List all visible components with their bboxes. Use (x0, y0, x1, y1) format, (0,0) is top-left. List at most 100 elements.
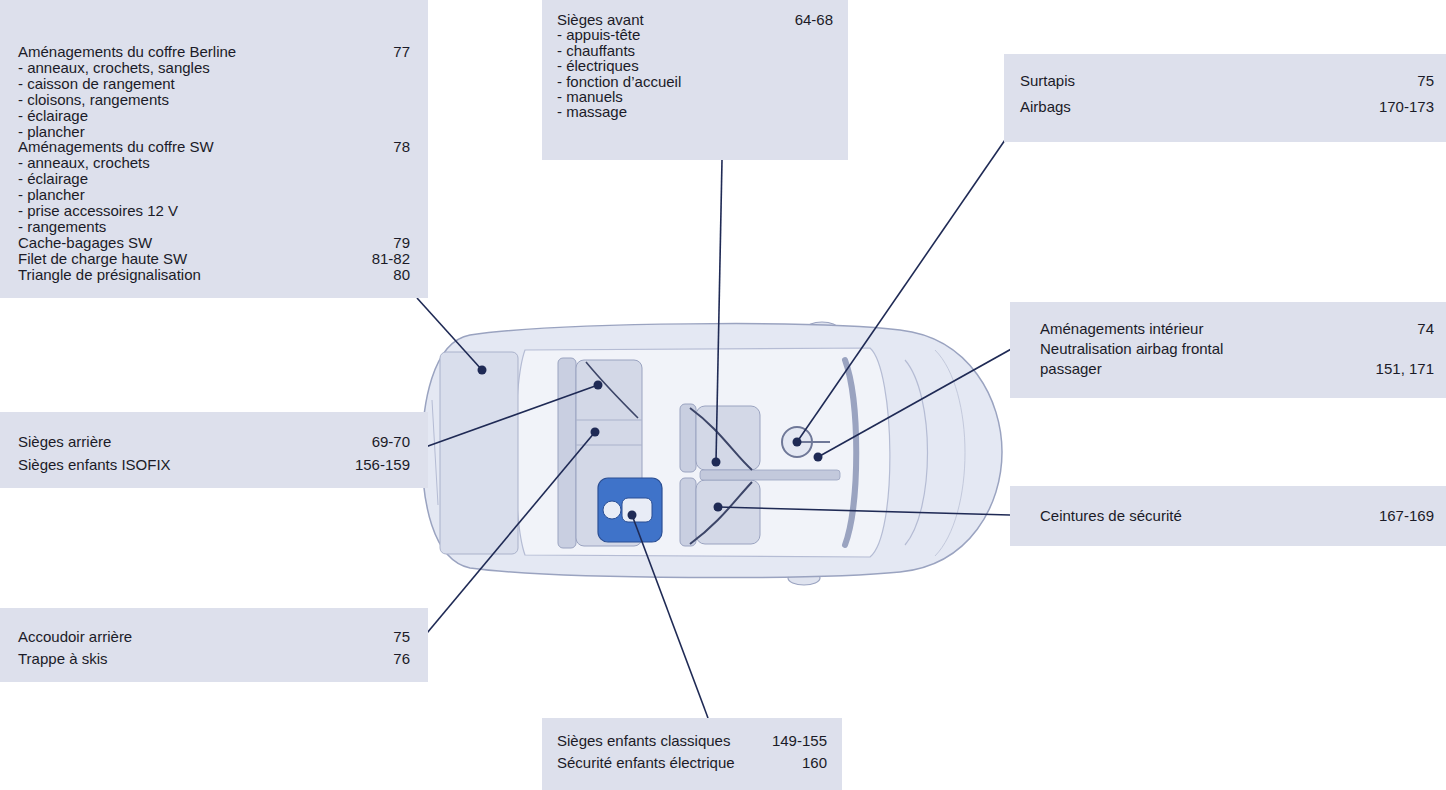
leader-dot (594, 381, 603, 390)
index-entry: Aménagements du coffre SW (18, 139, 214, 155)
index-row: Airbags 170-173 (1020, 94, 1434, 120)
index-panel: Aménagements du coffre Berline 77 - anneau… (0, 0, 428, 298)
index-entry: Sièges arrière (18, 430, 111, 453)
index-panel: Sièges enfants classiques149-155Sécurité… (542, 718, 842, 790)
page-number: 80 (377, 267, 410, 283)
index-entry: - électriques (557, 58, 639, 73)
index-row: - manuels (557, 89, 833, 104)
index-row: - plancher (18, 187, 410, 203)
index-panel: Sièges avant 64-68- appuis-tête- chauffan… (542, 0, 848, 160)
page-number: 64-68 (779, 12, 833, 27)
index-entry: Trappe à skis (18, 648, 107, 670)
index-entry: - manuels (557, 89, 623, 104)
index-entry: Aménagements intérieur (1040, 319, 1203, 339)
page-number: 69-70 (356, 430, 410, 453)
index-entry: - éclairage (18, 171, 88, 187)
page-number: 160 (786, 752, 827, 774)
page-number: 78 (377, 139, 410, 155)
index-row: Sièges enfants ISOFIX 156-159 (18, 453, 410, 476)
index-entry: Sièges avant (557, 12, 644, 27)
index-row: - anneaux, crochets, sangles (18, 60, 410, 76)
index-row: Cache-bagages SW 79 (18, 235, 410, 251)
index-row: - appuis-tête (557, 27, 833, 42)
leader-dot (712, 458, 721, 467)
index-entry: - anneaux, crochets (18, 155, 150, 171)
page-number: 75 (377, 626, 410, 648)
index-row: Filet de charge haute SW 81-82 (18, 251, 410, 267)
index-row: - rangements (18, 219, 410, 235)
index-row: Trappe à skis 76 (18, 648, 410, 670)
index-panel: Ceintures de sécurité167-169 (1010, 486, 1446, 546)
index-row: Surtapis 75 (1020, 68, 1434, 94)
leader-dot (628, 511, 637, 520)
index-entry: Sécurité enfants électrique (557, 752, 735, 774)
leader-line (417, 385, 598, 450)
index-panel: Accoudoir arrière75Trappe à skis 76 (0, 608, 428, 682)
page-number: 77 (377, 44, 410, 60)
page-number: 79 (377, 235, 410, 251)
index-entry: Surtapis (1020, 68, 1075, 94)
page-number: 76 (377, 648, 410, 670)
index-entry: - fonction d’accueil (557, 74, 681, 89)
page-number: 170-173 (1363, 94, 1434, 120)
index-entry: - éclairage (18, 108, 88, 124)
index-row: - électriques (557, 58, 833, 73)
index-row: Accoudoir arrière75 (18, 626, 410, 648)
leader-dot (814, 453, 823, 462)
page-number: 151, 171 (1360, 359, 1434, 379)
page-number: 156-159 (339, 453, 410, 476)
index-entry: Cache-bagages SW (18, 235, 152, 251)
index-row: - éclairage (18, 171, 410, 187)
index-row: Aménagements du coffre Berline 77 (18, 44, 410, 60)
index-entry: - rangements (18, 219, 106, 235)
index-row: - fonction d’accueil (557, 74, 833, 89)
index-row: - prise accessoires 12 V (18, 203, 410, 219)
leader-line (417, 298, 482, 370)
leader-dot (714, 503, 723, 512)
index-entry: Filet de charge haute SW (18, 251, 187, 267)
index-row: Aménagements du coffre SW 78 (18, 139, 410, 155)
index-entry: - plancher (18, 124, 85, 140)
index-entry: - cloisons, rangements (18, 92, 169, 108)
index-entry: - caisson de rangement (18, 76, 175, 92)
index-row: - plancher (18, 124, 410, 140)
index-entry: Ceintures de sécurité (1040, 506, 1182, 526)
index-entry: Neutralisation airbag frontal passager (1040, 339, 1275, 379)
index-row: Aménagements intérieur 74 (1040, 319, 1434, 339)
index-entry: Triangle de présignalisation (18, 267, 201, 283)
index-row: - caisson de rangement (18, 76, 410, 92)
index-row: - massage (557, 104, 833, 119)
index-entry: - anneaux, crochets, sangles (18, 60, 210, 76)
leader-line (417, 432, 595, 645)
leader-line (632, 515, 708, 718)
index-row: Triangle de présignalisation 80 (18, 267, 410, 283)
index-entry: Aménagements du coffre Berline (18, 44, 236, 60)
index-row: Sièges arrière 69-70 (18, 430, 410, 453)
dashboard (782, 360, 856, 545)
index-row: Sécurité enfants électrique 160 (557, 752, 827, 774)
index-row: Sièges avant 64-68 (557, 12, 833, 27)
index-row: - éclairage (18, 108, 410, 124)
page-number: 74 (1401, 319, 1434, 339)
page-number: 75 (1401, 68, 1434, 94)
index-row: - chauffants (557, 43, 833, 58)
front-seats (680, 404, 840, 546)
index-entry: Airbags (1020, 94, 1071, 120)
index-entry: - prise accessoires 12 V (18, 203, 178, 219)
index-entry: Sièges enfants ISOFIX (18, 453, 171, 476)
seat-belts (586, 362, 752, 544)
index-panel: Sièges arrière69-70Sièges enfants ISOFIX… (0, 412, 428, 488)
leader-lines (417, 140, 1040, 718)
index-entry: - chauffants (557, 43, 635, 58)
leader-dot (478, 366, 487, 375)
index-row: Sièges enfants classiques 149-155 (557, 730, 827, 752)
leader-line (797, 140, 1005, 442)
leader-line (818, 333, 1040, 457)
leader-line (716, 160, 722, 462)
index-entry: Sièges enfants classiques (557, 730, 730, 752)
index-entry: - plancher (18, 187, 85, 203)
index-entry: - massage (557, 104, 627, 119)
index-row: Ceintures de sécurité167-169 (1040, 506, 1434, 526)
page-number: 81-82 (356, 251, 410, 267)
page-number: 149-155 (756, 730, 827, 752)
